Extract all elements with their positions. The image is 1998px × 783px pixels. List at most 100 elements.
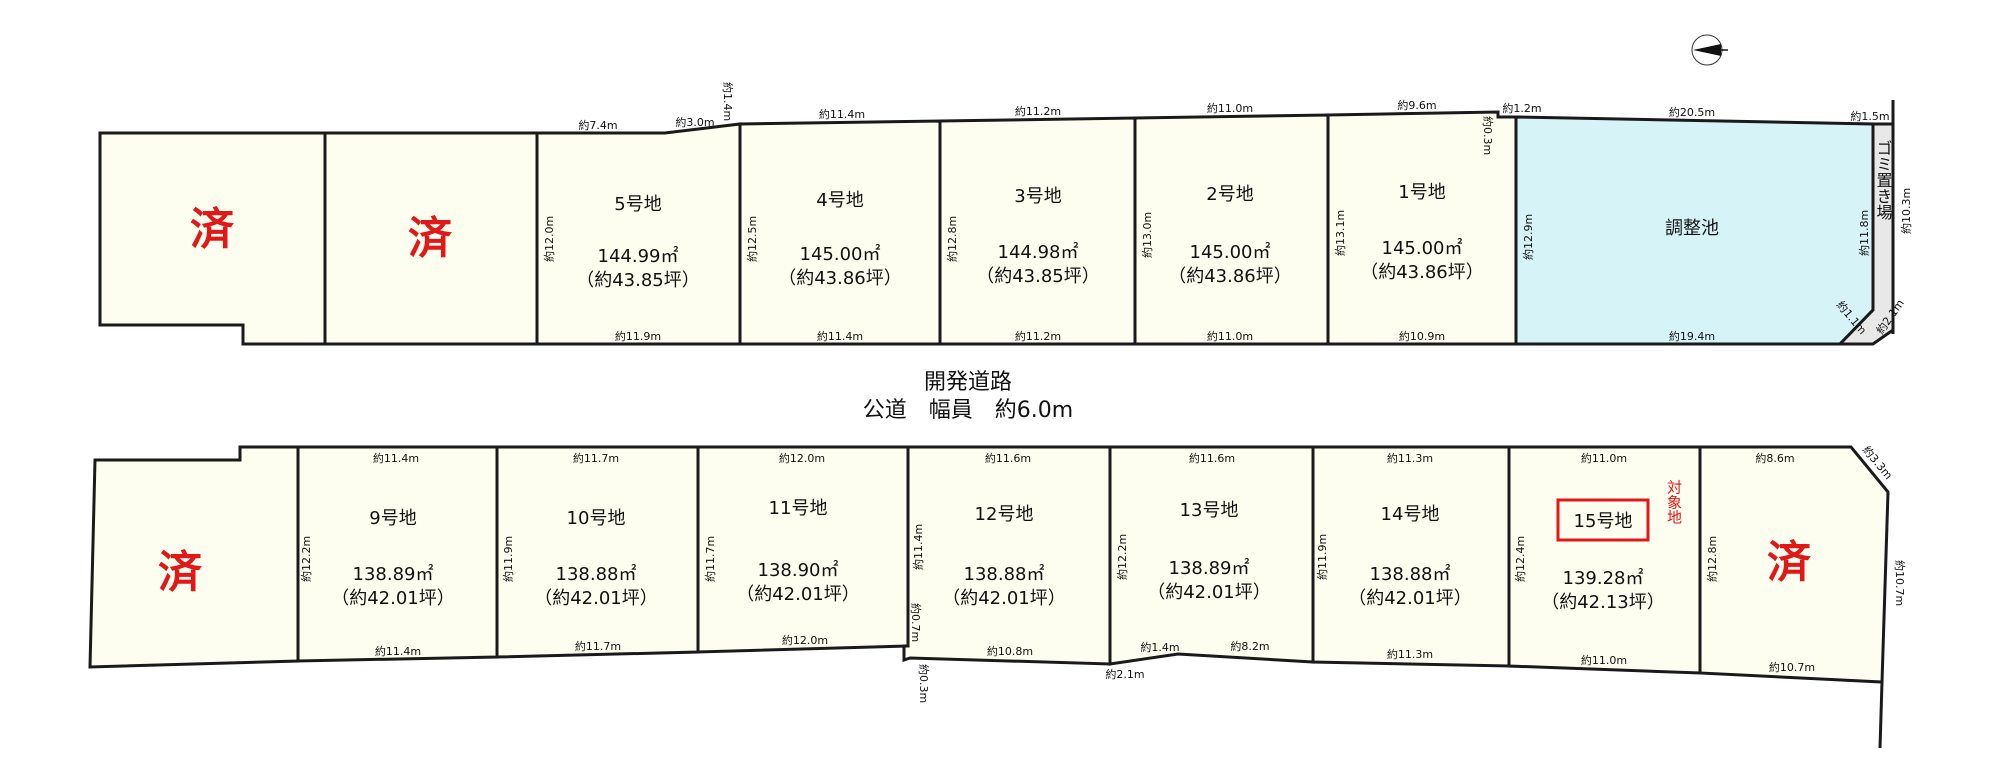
dim-n-side-7: 約12.9m [1521, 214, 1535, 260]
dim-s-bottom-8: 約11.0m [1581, 653, 1627, 667]
lot-4-area: 145.00㎡ [800, 243, 881, 265]
sold-mark-s2: 済 [1767, 537, 1812, 588]
lot-13-label: 13号地 138.89㎡ （約42.01坪） [1147, 500, 1271, 603]
dim-s-top-7: 約8.6m [1755, 451, 1794, 465]
dim-s-top-3: 約11.6m [985, 451, 1031, 465]
dim-n-bottom-4: 約10.9m [1399, 329, 1445, 343]
lot-11[interactable] [696, 445, 910, 654]
dim-n-bottom-1: 約11.4m [817, 329, 863, 343]
dim-n-top-7: 約20.5m [1669, 105, 1715, 119]
lot-2-tsubo: （約43.86坪） [1168, 266, 1292, 287]
lot-12[interactable] [902, 445, 1112, 666]
dim-s-bottom-5: 約1.4m [1140, 640, 1179, 654]
lot-15-area: 139.28㎡ [1563, 567, 1644, 589]
lot-10-area: 138.88㎡ [556, 563, 637, 585]
dim-n-side-8: 約11.8m [1857, 210, 1871, 256]
dim-n-top-2: 約11.4m [819, 107, 865, 121]
lot-12-name: 12号地 [975, 504, 1034, 525]
target-frame [1556, 498, 1650, 542]
dim-n-side-9: 約10.3m [1899, 188, 1913, 234]
north-arrow-icon [1691, 34, 1728, 66]
dim-s-top-0: 約11.4m [373, 451, 419, 465]
dim-n-top-1: 約3.0m [675, 115, 714, 129]
dim-n-top-4: 約11.0m [1207, 101, 1253, 115]
lot-4-label: 4号地 145.00㎡ （約43.86坪） [778, 190, 902, 289]
lot-sold-s2[interactable] [1698, 445, 1890, 684]
lot-10-tsubo: （約42.01坪） [534, 588, 658, 609]
dim-s-top-4: 約11.6m [1189, 451, 1235, 465]
dim-s-top-2: 約12.0m [779, 451, 825, 465]
lot-2-label: 2号地 145.00㎡ （約43.86坪） [1168, 184, 1292, 287]
dim-s-side-2: 約11.7m [703, 536, 717, 582]
dim-s-side-9: 約12.8m [1705, 536, 1719, 582]
dim-s-top-5: 約11.3m [1387, 451, 1433, 465]
dim-s-bottom-1: 約11.7m [575, 639, 621, 653]
lot-15-name: 15号地 [1574, 511, 1633, 532]
lot-14-tsubo: （約42.01坪） [1348, 588, 1472, 609]
lot-15-tsubo: （約42.13坪） [1541, 592, 1665, 613]
dim-n-side-1: 約12.0m [542, 216, 556, 262]
garbage-label: ゴミ置き場 [1874, 140, 1893, 221]
dim-n-top-6: 約1.2m [1502, 101, 1541, 115]
dim-n-top-8: 約1.5m [1850, 109, 1889, 123]
dim-s-bottom-3: 約10.8m [987, 644, 1033, 658]
lot-11-tsubo: （約42.01坪） [736, 584, 860, 605]
dim-n-side-5: 約13.1m [1333, 210, 1347, 256]
lot-4-name: 4号地 [816, 190, 863, 211]
dim-n-side-2: 約12.5m [745, 216, 759, 262]
lot-13-name: 13号地 [1180, 500, 1239, 521]
dim-s-top-6: 約11.0m [1581, 451, 1627, 465]
lot-15-label: 15号地 139.28㎡ （約42.13坪） [1541, 511, 1665, 613]
lot-2-name: 2号地 [1206, 184, 1253, 205]
lot-14[interactable] [1311, 445, 1511, 668]
dim-n-side-0: 約1.4m [721, 82, 735, 121]
lot-10-name: 10号地 [567, 508, 626, 529]
lot-4[interactable] [738, 119, 942, 346]
lot-4-tsubo: （約43.86坪） [778, 268, 902, 289]
lot-14-area: 138.88㎡ [1370, 563, 1451, 585]
lot-3[interactable] [938, 116, 1137, 346]
lot-9-tsubo: （約42.01坪） [331, 588, 455, 609]
lot-5[interactable] [535, 122, 742, 346]
lot-3-tsubo: （約43.85坪） [976, 266, 1100, 287]
lot-5-area: 144.99㎡ [598, 245, 679, 267]
dim-s-side-5: 約0.3m [917, 664, 931, 703]
dim-s-bottom-9: 約10.7m [1769, 660, 1815, 674]
dim-s-bottom-0: 約11.4m [375, 644, 421, 658]
lot-1-area: 145.00㎡ [1382, 237, 1463, 259]
sold-mark-s1: 済 [158, 547, 203, 598]
dim-s-side-7: 約11.9m [1315, 534, 1329, 580]
lot-11-area: 138.90㎡ [758, 559, 839, 581]
lot-2[interactable] [1133, 113, 1330, 346]
lot-13-tsubo: （約42.01坪） [1147, 582, 1271, 603]
lot-11-name: 11号地 [769, 498, 828, 519]
lot-12-label: 12号地 138.88㎡ （約42.01坪） [942, 504, 1066, 609]
lot-12-area: 138.88㎡ [964, 563, 1045, 585]
lot-1-tsubo: （約43.86坪） [1360, 262, 1484, 283]
dim-s-bottom-4: 約2.1m [1105, 667, 1144, 681]
target-label: 対象地 [1665, 480, 1683, 525]
dim-n-top-5: 約9.6m [1397, 98, 1436, 112]
pond-label: 調整池 [1665, 218, 1719, 239]
lot-10[interactable] [495, 445, 700, 659]
dim-s-side-6: 約12.2m [1115, 534, 1129, 580]
lot-9-area: 138.89㎡ [353, 563, 434, 585]
road-title: 開発道路 [924, 370, 1012, 395]
sold-mark-n1: 済 [190, 204, 235, 255]
lot-9[interactable] [296, 445, 499, 663]
dim-n-side-4: 約13.0m [1140, 212, 1154, 258]
dim-n-side-6: 約0.3m [1481, 116, 1495, 155]
dim-n-top-0: 約7.4m [578, 118, 617, 132]
lot-12-tsubo: （約42.01坪） [942, 588, 1066, 609]
dim-n-bottom-2: 約11.2m [1015, 329, 1061, 343]
lot-13[interactable] [1108, 445, 1315, 666]
dim-n-top-3: 約11.2m [1015, 104, 1061, 118]
lot-3-name: 3号地 [1014, 186, 1061, 207]
dim-s-bottom-6: 約8.2m [1230, 639, 1269, 653]
lot-11-label: 11号地 138.90㎡ （約42.01坪） [736, 498, 860, 605]
south-boundary-line [1878, 681, 1884, 749]
dim-n-side-3: 約12.8m [945, 216, 959, 262]
dim-s-side-8: 約12.4m [1513, 536, 1527, 582]
lot-9-label: 9号地 138.89㎡ （約42.01坪） [331, 508, 455, 609]
dim-n-bottom-0: 約11.9m [615, 329, 661, 343]
